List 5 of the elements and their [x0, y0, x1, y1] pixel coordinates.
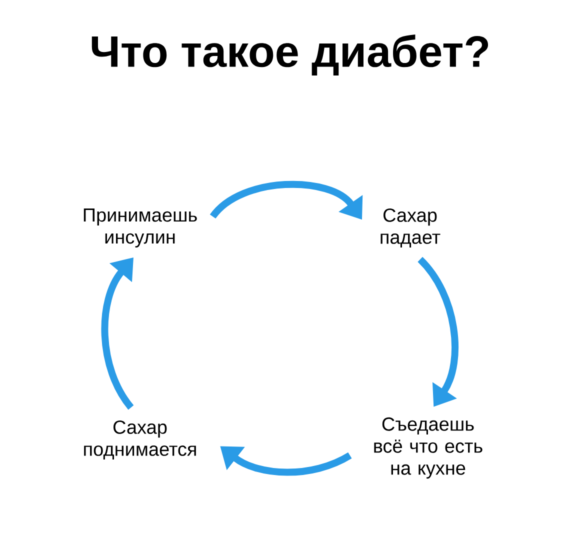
title: Что такое диабет?: [92, 34, 488, 76]
cycle-step-text: Сахар поднимается: [84, 420, 196, 460]
cycle-step-text: Съедаешь всё что есть на кухне: [374, 417, 482, 479]
cycle-step-text: Сахар падает: [380, 208, 440, 248]
cycle-step-text: Принимаешь инсулин: [84, 208, 197, 248]
